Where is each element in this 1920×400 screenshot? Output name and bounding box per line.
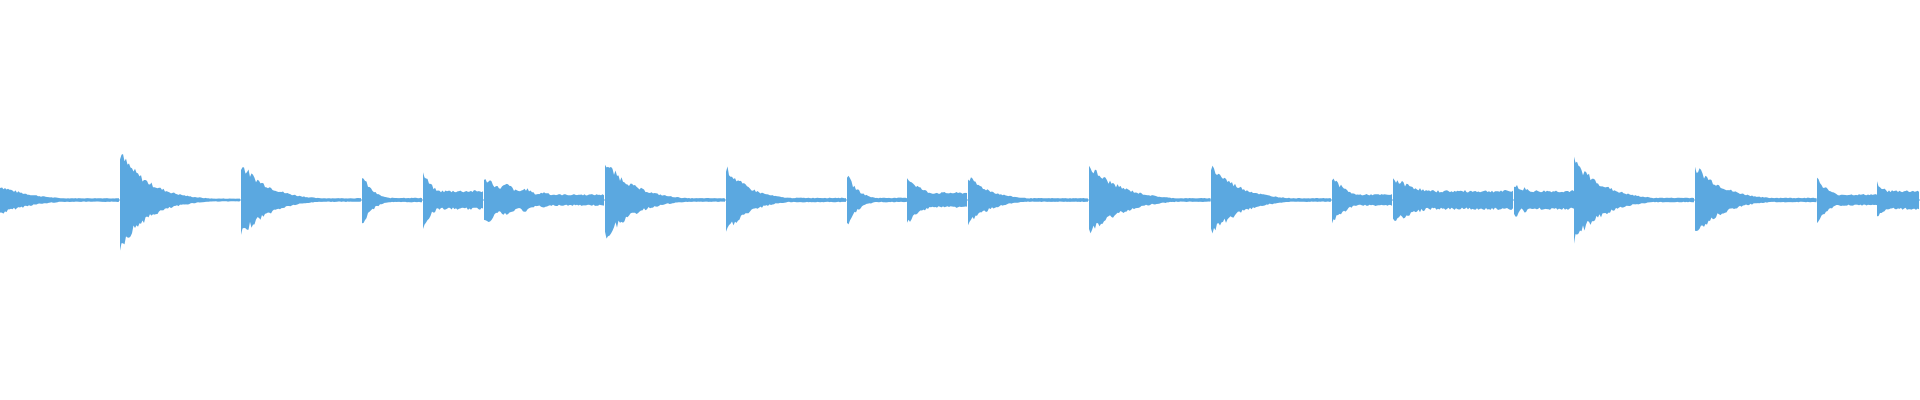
waveform-note-19 [1817, 177, 1877, 224]
waveform-note-7 [605, 164, 725, 239]
waveform-note-3 [241, 167, 361, 235]
waveform-note-2 [120, 154, 240, 251]
waveform-note-18 [1695, 166, 1817, 231]
waveform-note-15 [1393, 178, 1513, 221]
waveform-note-20 [1877, 181, 1919, 217]
waveform-note-9 [847, 175, 907, 225]
waveform-note-14 [1332, 178, 1392, 224]
waveform-note-16 [1514, 185, 1574, 217]
waveform-note-17 [1574, 156, 1694, 244]
waveform-note-1 [0, 187, 119, 214]
waveform-note-6 [484, 179, 604, 222]
waveform-note-10 [907, 178, 967, 223]
waveform-note-12 [1089, 165, 1211, 234]
waveform-note-13 [1211, 165, 1331, 234]
waveform-note-4 [362, 178, 422, 224]
waveform-note-11 [968, 177, 1088, 226]
waveform-note-8 [726, 166, 846, 232]
waveform-note-5 [423, 172, 483, 229]
